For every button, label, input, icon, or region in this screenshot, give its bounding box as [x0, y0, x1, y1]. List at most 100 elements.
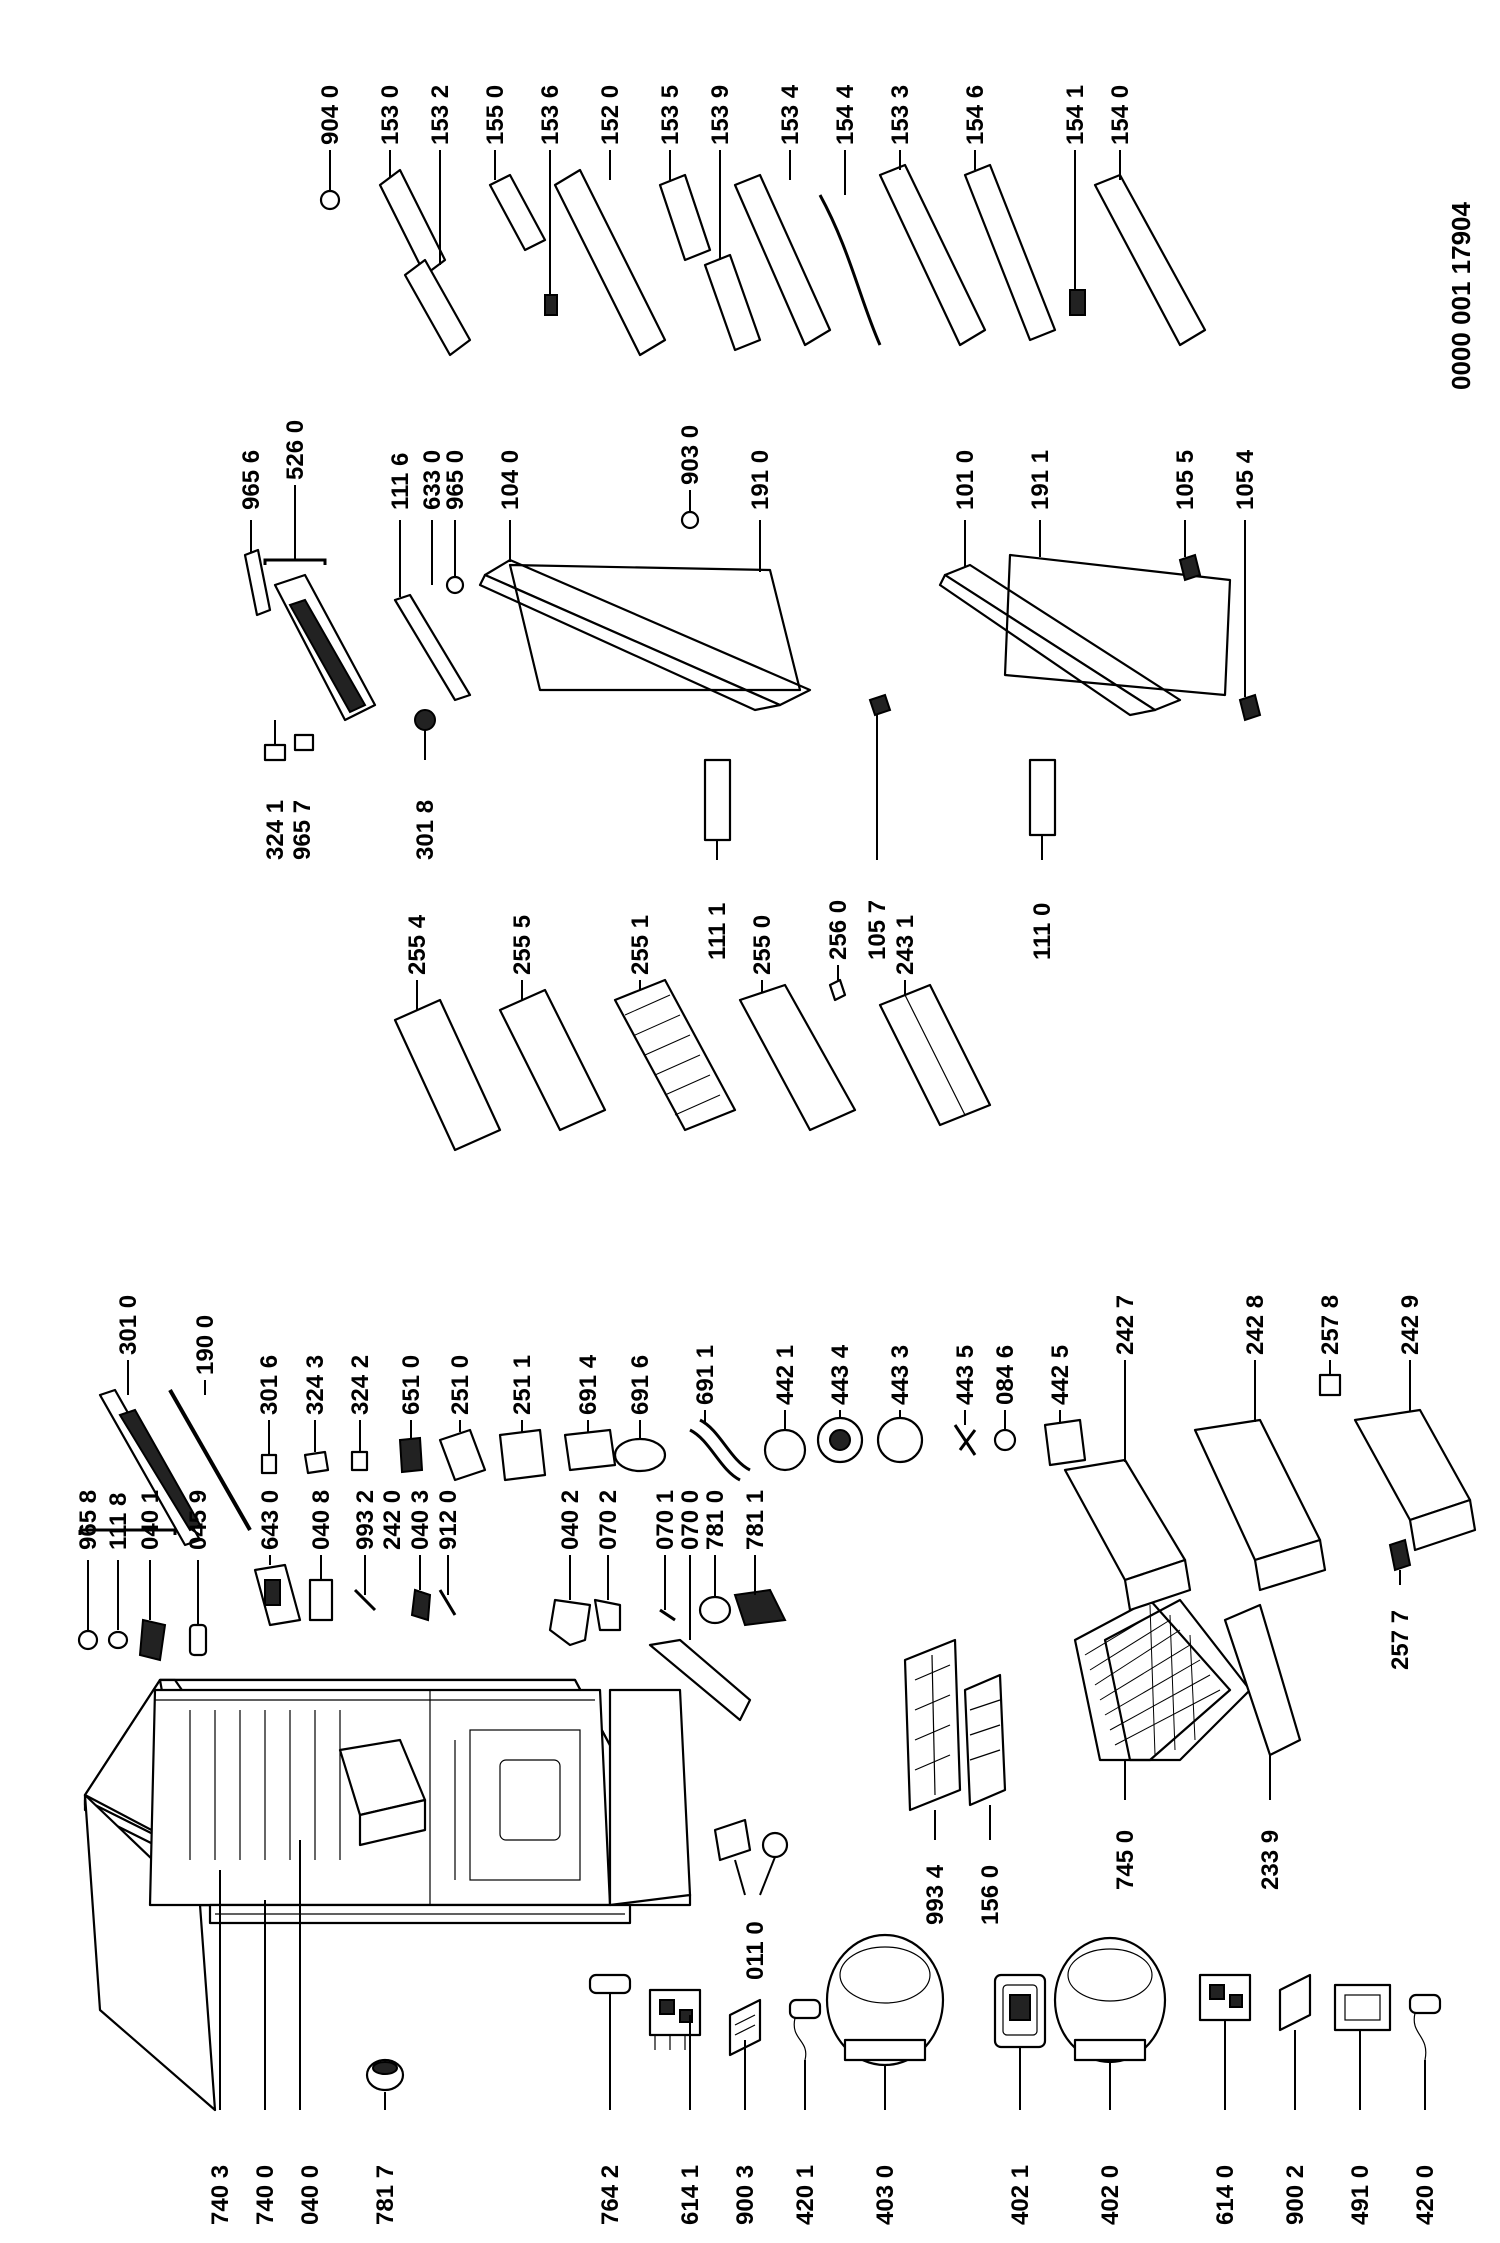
label-255-1: 255 1 [627, 915, 654, 975]
label-491-0: 491 0 [1347, 2165, 1374, 2225]
label-242-7: 242 7 [1112, 1295, 1139, 1355]
label-105-7: 105 7 [864, 900, 891, 960]
label-153-9: 153 9 [707, 85, 734, 145]
label-155-0: 155 0 [482, 85, 509, 145]
label-912-0: 912 0 [435, 1490, 462, 1550]
feet-011-0 [713, 1818, 789, 1896]
label-156-0: 156 0 [977, 1865, 1004, 1925]
label-420-0: 420 0 [1412, 2165, 1439, 2225]
control-panel-301-0 [78, 1388, 1087, 1547]
label-045-9: 045 9 [185, 1490, 212, 1550]
label-993-4: 993 4 [922, 1864, 949, 1925]
label-900-3: 900 3 [732, 2165, 759, 2225]
label-324-1: 324 1 [262, 800, 289, 860]
label-191-0: 191 0 [747, 450, 774, 510]
label-040-2: 040 2 [557, 1490, 584, 1550]
label-301-6: 301 6 [256, 1355, 283, 1415]
label-242-8: 242 8 [1242, 1295, 1269, 1355]
label-242-9: 242 9 [1397, 1295, 1424, 1355]
label-153-6: 153 6 [537, 85, 564, 145]
label-255-5: 255 5 [509, 915, 536, 975]
wire-baskets-745-0 [1073, 1598, 1252, 1800]
label-255-4: 255 4 [404, 914, 431, 975]
label-781-7: 781 7 [372, 2165, 399, 2225]
label-403-0: 403 0 [872, 2165, 899, 2225]
label-781-0: 781 0 [702, 1490, 729, 1550]
label-614-0: 614 0 [1212, 2165, 1239, 2225]
label-111-0: 111 0 [1029, 903, 1056, 960]
label-242-0: 242 0 [379, 1490, 406, 1550]
label-965-8: 965 8 [75, 1490, 102, 1550]
label-105-5: 105 5 [1172, 450, 1199, 510]
label-153-3: 153 3 [887, 85, 914, 145]
label-251-1: 251 1 [509, 1355, 536, 1415]
label-301-0: 301 0 [115, 1295, 142, 1355]
part-257-7 [1388, 1538, 1412, 1585]
label-111-6: 111 6 [387, 453, 414, 510]
compressor-area-parts [365, 1933, 1442, 2110]
label-643-0: 643 0 [257, 1490, 284, 1550]
label-154-4: 154 4 [832, 84, 859, 145]
label-070-2: 070 2 [595, 1490, 622, 1550]
label-233-9: 233 9 [1257, 1830, 1284, 1890]
ice-trays [903, 1638, 1007, 1840]
label-442-1: 442 1 [772, 1345, 799, 1405]
label-256-0: 256 0 [825, 900, 852, 960]
label-442-5: 442 5 [1047, 1345, 1074, 1405]
document-number: 0000 001 17904 [1446, 201, 1476, 390]
label-965-0: 965 0 [442, 450, 469, 510]
crisper-boxes [1063, 1373, 1477, 1612]
label-070-1: 070 1 [652, 1490, 679, 1550]
label-154-6: 154 6 [962, 85, 989, 145]
label-691-1: 691 1 [692, 1345, 719, 1405]
label-443-4: 443 4 [827, 1344, 854, 1405]
label-324-3: 324 3 [302, 1355, 329, 1415]
label-691-4: 691 4 [575, 1354, 602, 1415]
refrigerator-cabinet [83, 1678, 692, 2112]
label-324-2: 324 2 [347, 1355, 374, 1415]
label-040-0: 040 0 [297, 2165, 324, 2225]
label-745-0: 745 0 [1112, 1830, 1139, 1890]
label-651-0: 651 0 [398, 1355, 425, 1415]
label-111-1: 111 1 [704, 903, 731, 960]
part-233-9 [1223, 1603, 1302, 1800]
label-111-8: 111 8 [105, 1493, 132, 1550]
label-781-1: 781 1 [742, 1490, 769, 1550]
label-633-0: 633 0 [419, 450, 446, 510]
label-402-0: 402 0 [1097, 2165, 1124, 2225]
label-104-0: 104 0 [497, 450, 524, 510]
label-153-5: 153 5 [657, 85, 684, 145]
label-154-1: 154 1 [1062, 85, 1089, 145]
label-084-6: 084 6 [992, 1345, 1019, 1405]
label-402-1: 402 1 [1007, 2165, 1034, 2225]
label-101-0: 101 0 [952, 450, 979, 510]
label-255-0: 255 0 [749, 915, 776, 975]
glass-shelves [393, 978, 992, 1152]
label-904-0: 904 0 [317, 85, 344, 145]
label-740-0: 740 0 [252, 2165, 279, 2225]
label-900-2: 900 2 [1282, 2165, 1309, 2225]
label-764-2: 764 2 [597, 2165, 624, 2225]
label-040-1: 040 1 [137, 1490, 164, 1550]
label-152-0: 152 0 [597, 85, 624, 145]
doors-and-controls [243, 510, 1262, 842]
label-420-1: 420 1 [792, 2165, 819, 2225]
label-011-0: 011 0 [742, 1921, 769, 1980]
label-614-1: 614 1 [677, 2165, 704, 2225]
label-740-3: 740 3 [207, 2165, 234, 2225]
label-257-8: 257 8 [1317, 1295, 1344, 1355]
label-154-0: 154 0 [1107, 85, 1134, 145]
label-243-1: 243 1 [892, 915, 919, 975]
label-070-0: 070 0 [677, 1490, 704, 1550]
leader-lines [87, 150, 1411, 2110]
label-191-1: 191 1 [1027, 450, 1054, 510]
door-bins [319, 163, 1207, 357]
label-040-8: 040 8 [308, 1490, 335, 1550]
label-153-0: 153 0 [377, 85, 404, 145]
label-040-3: 040 3 [407, 1490, 434, 1550]
label-443-3: 443 3 [887, 1345, 914, 1405]
label-965-7: 965 7 [289, 800, 316, 860]
part-labels: 740 3 740 0 040 0 781 7 764 2 614 1 900 … [75, 84, 1476, 2225]
label-301-8: 301 8 [412, 800, 439, 860]
